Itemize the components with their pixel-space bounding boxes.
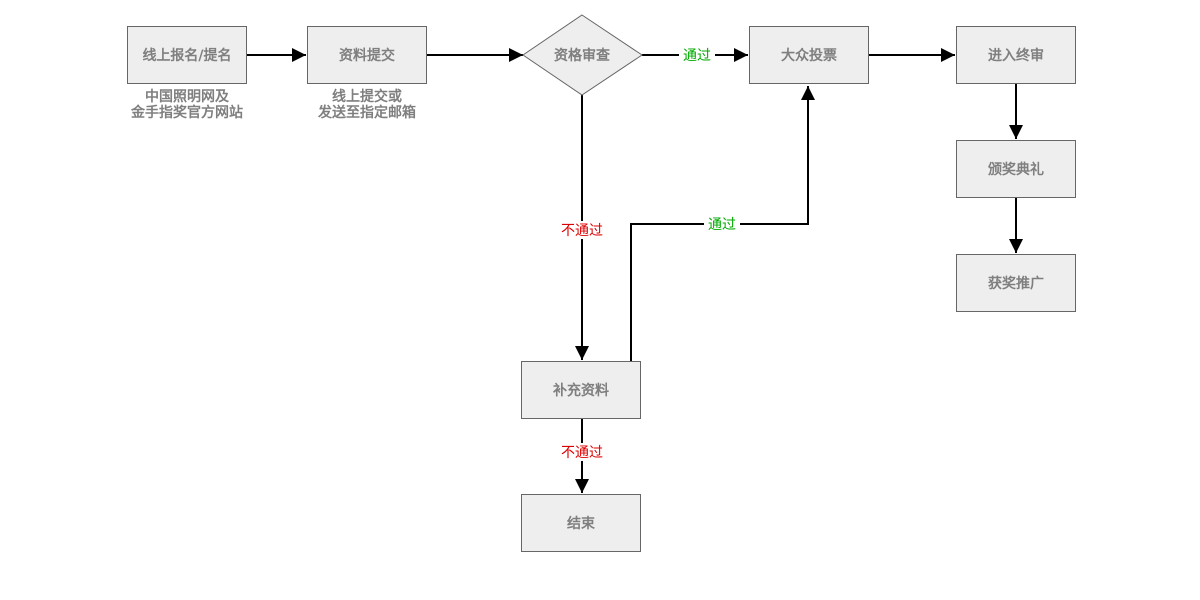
node-label: 线上报名/提名 — [142, 47, 231, 64]
node-label: 进入终审 — [988, 47, 1044, 64]
signup-note-line2: 金手指奖官方网站 — [130, 104, 243, 121]
submit-note-line2: 发送至指定邮箱 — [317, 104, 416, 121]
node-supplement-materials: 补充资料 — [521, 361, 641, 419]
node-label: 资格审查 — [554, 47, 611, 64]
submit-note-line1: 线上提交或 — [332, 88, 402, 105]
node-public-vote: 大众投票 — [749, 26, 869, 84]
node-label: 获奖推广 — [988, 275, 1044, 292]
node-submit-materials: 资料提交 — [307, 26, 427, 84]
node-award-ceremony: 颁奖典礼 — [956, 140, 1076, 198]
edge-label-bg — [704, 215, 740, 233]
node-qualification-review: 资格审查 — [522, 14, 643, 96]
edge-label-review-pass: 通过 — [683, 48, 711, 64]
node-label: 大众投票 — [781, 47, 837, 64]
edge-label-supplement-fail: 不通过 — [561, 445, 603, 461]
node-label: 颁奖典礼 — [988, 161, 1044, 178]
edge-label-supplement-pass: 通过 — [708, 217, 736, 233]
edge-label-review-fail: 不通过 — [561, 223, 603, 239]
edge-label-bg — [679, 46, 715, 64]
node-label: 补充资料 — [552, 382, 609, 399]
node-label: 资料提交 — [339, 47, 395, 64]
node-label: 结束 — [567, 515, 596, 532]
edge-label-bg — [556, 221, 608, 239]
signup-note-line1: 中国照明网及 — [145, 88, 230, 105]
node-online-signup: 线上报名/提名 — [127, 26, 247, 84]
node-end: 结束 — [521, 494, 641, 552]
node-winner-promotion: 获奖推广 — [956, 254, 1076, 312]
edge-label-bg — [556, 443, 608, 461]
node-final-review: 进入终审 — [956, 26, 1076, 84]
